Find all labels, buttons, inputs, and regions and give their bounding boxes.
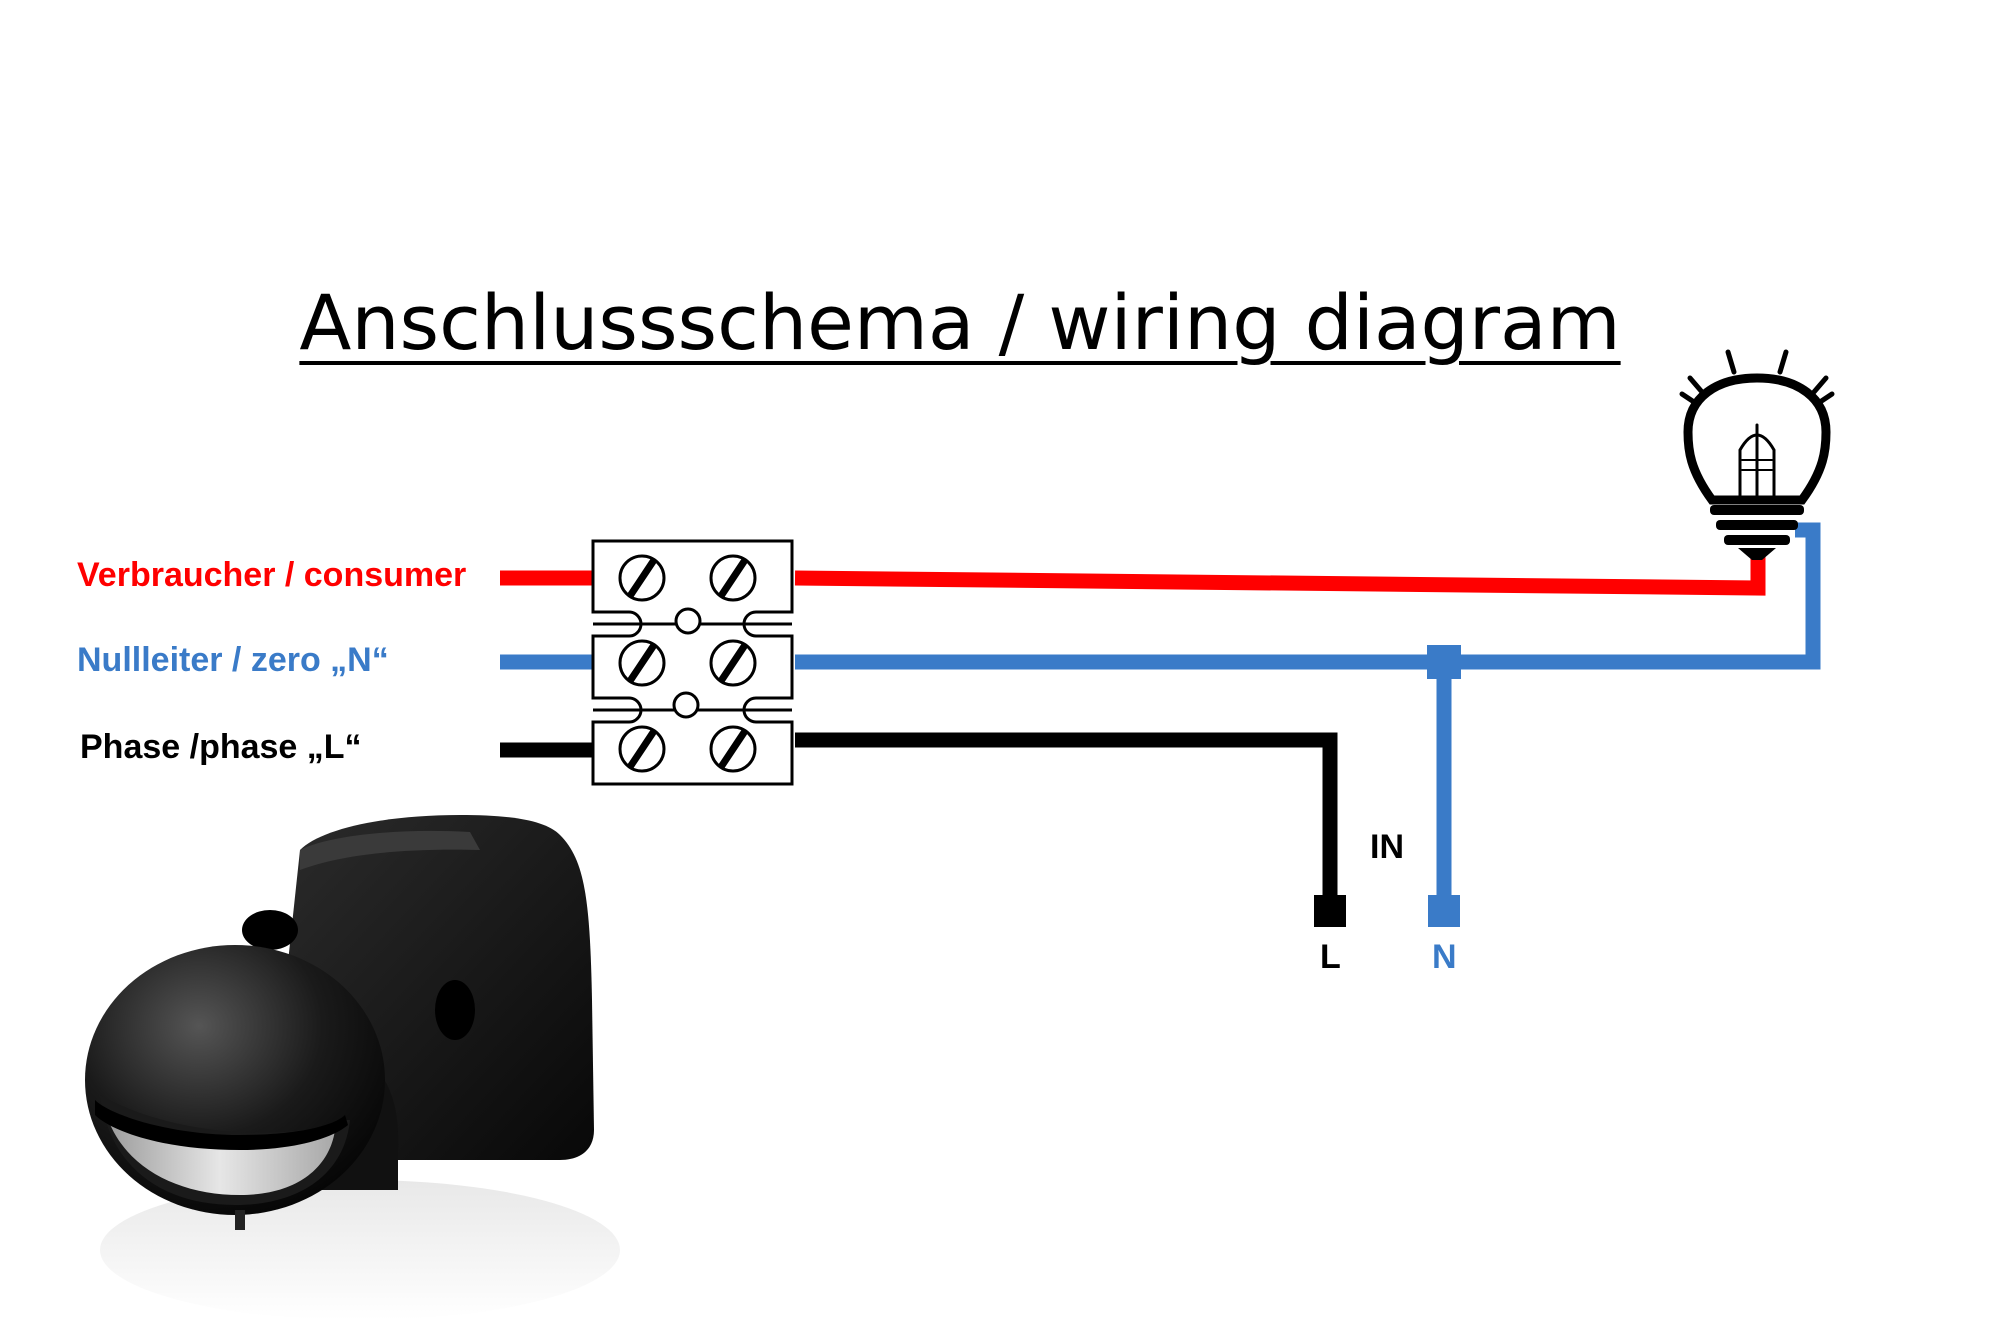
motion-sensor-icon: [85, 815, 620, 1320]
screw-icon: [709, 554, 757, 602]
neutral-terminal-n: [1428, 895, 1460, 927]
phase-wire: [500, 732, 1346, 927]
phase-label: Phase /phase „L“: [80, 728, 362, 766]
screw-icon: [618, 554, 666, 602]
diagram-title: Anschlussschema / wiring diagram: [299, 278, 1621, 367]
consumer-wire: [500, 555, 1766, 596]
neutral-junction: [1427, 645, 1461, 679]
light-bulb-icon: [1679, 349, 1835, 560]
screw-icon: [618, 639, 666, 687]
terminal-block-icon: [591, 539, 794, 786]
screw-icon: [709, 639, 757, 687]
sensor-input-label: IN: [1370, 828, 1404, 866]
phase-terminal-l: [1314, 895, 1346, 927]
neutral-wire: [500, 522, 1821, 927]
neutral-label: Nullleiter / zero „N“: [77, 641, 389, 679]
consumer-label: Verbraucher / consumer: [77, 556, 467, 594]
screw-icon: [618, 725, 666, 773]
terminal-l-label: L: [1320, 938, 1341, 976]
terminal-n-label: N: [1432, 938, 1457, 976]
screw-icon: [709, 725, 757, 773]
